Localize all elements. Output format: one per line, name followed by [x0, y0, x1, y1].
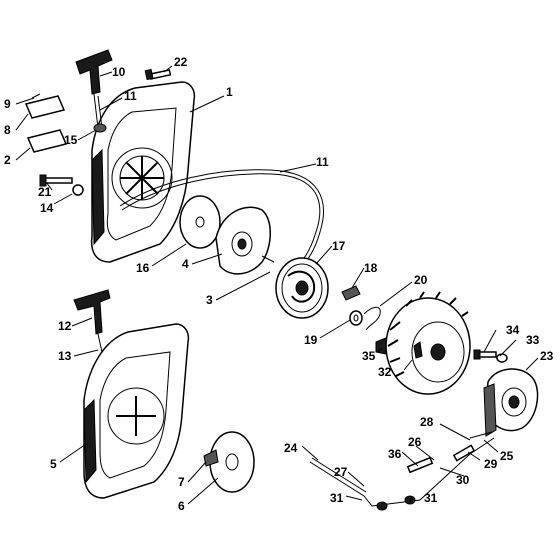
callout-9: 9	[4, 97, 11, 111]
callout-19: 19	[304, 333, 318, 347]
spring-20	[363, 306, 381, 331]
washer-33	[496, 353, 508, 363]
callout-24: 24	[284, 441, 298, 455]
callout-16: 16	[136, 261, 150, 275]
flywheel-32	[385, 291, 471, 395]
callout-31a: 31	[330, 491, 344, 505]
callout-26: 26	[408, 435, 422, 449]
callout-13: 13	[58, 349, 72, 363]
callout-21: 21	[38, 185, 52, 199]
callout-12: 12	[58, 319, 72, 333]
fan-housing-lower	[83, 323, 190, 499]
callout-14: 14	[40, 201, 54, 215]
callout-32: 32	[378, 365, 392, 379]
callout-35: 35	[362, 349, 376, 363]
callout-25: 25	[500, 449, 514, 463]
callout-4: 4	[182, 257, 189, 271]
callout-8: 8	[4, 123, 11, 137]
callout-1: 1	[226, 85, 233, 99]
fan-housing-upper	[90, 81, 196, 263]
rope-rotor-4	[215, 206, 275, 275]
callout-15: 15	[64, 133, 78, 147]
starter-grip-lower	[73, 289, 111, 353]
screw-21	[39, 174, 73, 187]
pawl-18	[341, 285, 361, 301]
callout-22: 22	[174, 55, 188, 69]
leader-lines	[15, 65, 539, 505]
disc-16	[179, 195, 221, 249]
callout-29: 29	[484, 457, 498, 471]
callout-5: 5	[50, 457, 57, 471]
callout-11a: 11	[124, 89, 137, 103]
callout-6: 6	[178, 499, 185, 513]
plate-2	[26, 129, 68, 153]
callout-labels: 1 2 3 4 5 6 7 8 9 10 11 11 12 13 14 15 1…	[4, 55, 554, 513]
pin-9	[31, 93, 41, 99]
spring-housing-17	[275, 257, 329, 319]
callout-2: 2	[4, 153, 11, 167]
callout-28: 28	[420, 415, 434, 429]
callout-31b: 31	[424, 491, 438, 505]
screw-22	[144, 68, 172, 81]
callout-10: 10	[112, 65, 126, 79]
callout-20: 20	[414, 273, 428, 287]
screw-34	[473, 349, 497, 360]
starter-rope	[119, 169, 324, 273]
callout-34: 34	[506, 323, 520, 337]
callout-33: 33	[526, 333, 540, 347]
plate-8	[24, 95, 66, 119]
callout-11b: 11	[316, 155, 329, 169]
callout-30: 30	[456, 473, 470, 487]
throttle-rod-assembly	[309, 431, 495, 511]
starter-grip-upper	[75, 49, 113, 133]
callout-7: 7	[178, 475, 185, 489]
callout-17: 17	[332, 239, 346, 253]
callout-27: 27	[334, 465, 348, 479]
callout-3: 3	[206, 293, 213, 307]
ignition-module-23	[483, 368, 539, 437]
washer-14	[72, 184, 84, 196]
callout-18: 18	[364, 261, 378, 275]
callout-36: 36	[388, 447, 402, 461]
callout-23: 23	[540, 349, 554, 363]
washer-19	[349, 310, 363, 326]
